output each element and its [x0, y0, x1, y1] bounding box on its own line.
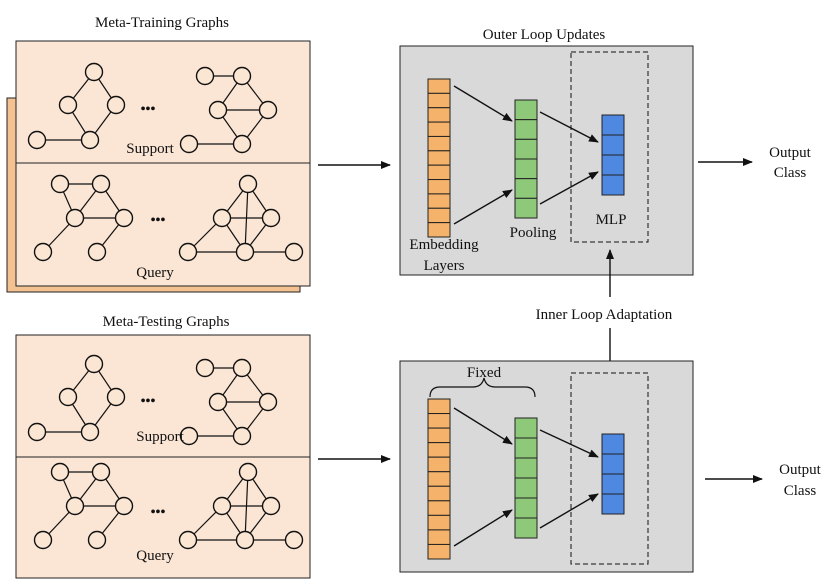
bottom-embedding-cell: [427, 514, 451, 531]
training-query-dots: •••: [151, 213, 166, 228]
bottom-embedding-cell: [427, 485, 451, 502]
bottom-pooling-cell: [514, 457, 538, 479]
bottom-pooling-cell: [514, 517, 538, 539]
bottom-output-label-line1: Output: [779, 462, 822, 478]
testing-support-label: Support: [136, 429, 184, 445]
top-pool-to-mlp-arrow-upper: [539, 111, 599, 143]
top-pooling-cell: [514, 158, 538, 180]
bottom-embedding-cell: [427, 442, 451, 458]
bottom-embedding-layer: [427, 398, 451, 560]
embedding-layers-label-line2: Layers: [424, 258, 465, 274]
bottom-pool-to-mlp-arrow-lower: [539, 493, 599, 529]
mlp-label: MLP: [596, 212, 627, 228]
fixed-label: Fixed: [467, 365, 502, 381]
bottom-mlp-cell: [601, 453, 625, 475]
bottom-embedding-cell: [427, 427, 451, 444]
top-embedding-cell: [427, 135, 451, 152]
top-mlp-cell: [601, 114, 625, 136]
bottom-mlp-cell: [601, 433, 625, 455]
top-embed-to-pool-arrow-lower: [453, 189, 513, 225]
top-pooling-cell: [514, 138, 538, 160]
top-mlp-cell: [601, 174, 625, 196]
top-embedding-cell: [427, 193, 451, 209]
training-support-dots: •••: [141, 102, 156, 117]
bottom-pool-to-mlp-arrow-upper: [539, 429, 599, 458]
top-mlp-dashed-box: [570, 51, 649, 243]
testing-query-dots: •••: [151, 505, 166, 520]
bottom-pooling-cell: [514, 497, 538, 519]
bottom-embedding-cell: [427, 456, 451, 473]
bottom-embed-to-pool-arrow-upper: [453, 407, 513, 445]
inner-loop-label: Inner Loop Adaptation: [536, 307, 673, 323]
top-embedding-cell: [427, 207, 451, 224]
bottom-pooling-cell: [514, 477, 538, 499]
top-mlp-cell: [601, 154, 625, 176]
bottom-output-label-line2: Class: [784, 483, 817, 499]
top-embedding-cell: [427, 78, 451, 94]
top-pooling-layer: [514, 99, 538, 219]
bottom-embedding-cell: [427, 543, 451, 560]
top-output-label-line2: Class: [774, 165, 807, 181]
bottom-mlp-layer: [601, 433, 625, 515]
bottom-pooling-layer: [514, 417, 538, 539]
top-embedding-cell: [427, 107, 451, 123]
bottom-mlp-cell: [601, 473, 625, 495]
outer-loop-title: Outer Loop Updates: [483, 27, 606, 43]
top-pooling-cell: [514, 99, 538, 121]
top-embedding-cell: [427, 92, 451, 109]
training-query-label: Query: [136, 265, 174, 281]
top-mlp-cell: [601, 134, 625, 156]
top-pooling-cell: [514, 119, 538, 140]
top-embedding-cell: [427, 164, 451, 181]
top-pooling-cell: [514, 197, 538, 219]
testing-support-dots: •••: [141, 394, 156, 409]
bottom-embedding-cell: [427, 500, 451, 516]
top-embedding-cell: [427, 179, 451, 195]
top-embedding-layer: [427, 78, 451, 238]
bottom-embedding-cell: [427, 529, 451, 545]
bottom-mlp-cell: [601, 493, 625, 515]
pooling-label: Pooling: [510, 225, 557, 241]
top-embedding-cell: [427, 150, 451, 166]
bottom-mlp-dashed-box: [570, 372, 649, 565]
bottom-pooling-cell: [514, 437, 538, 459]
fixed-brace: [429, 377, 536, 398]
meta-testing-title: Meta-Testing Graphs: [103, 314, 230, 330]
top-pool-to-mlp-arrow-lower: [539, 171, 599, 205]
top-mlp-layer: [601, 114, 625, 196]
training-support-label: Support: [126, 141, 174, 157]
top-embed-to-pool-arrow-upper: [453, 85, 513, 122]
top-output-label-line1: Output: [769, 145, 812, 161]
top-embedding-cell: [427, 222, 451, 238]
bottom-embedding-cell: [427, 413, 451, 429]
top-pooling-cell: [514, 178, 538, 199]
bottom-embedding-cell: [427, 471, 451, 487]
meta-training-title: Meta-Training Graphs: [95, 15, 229, 31]
testing-query-label: Query: [136, 548, 174, 564]
bottom-pooling-cell: [514, 417, 538, 439]
bottom-embed-to-pool-arrow-lower: [453, 509, 513, 547]
top-embedding-cell: [427, 121, 451, 137]
bottom-embedding-cell: [427, 398, 451, 415]
embedding-layers-label-line1: Embedding: [409, 237, 479, 253]
